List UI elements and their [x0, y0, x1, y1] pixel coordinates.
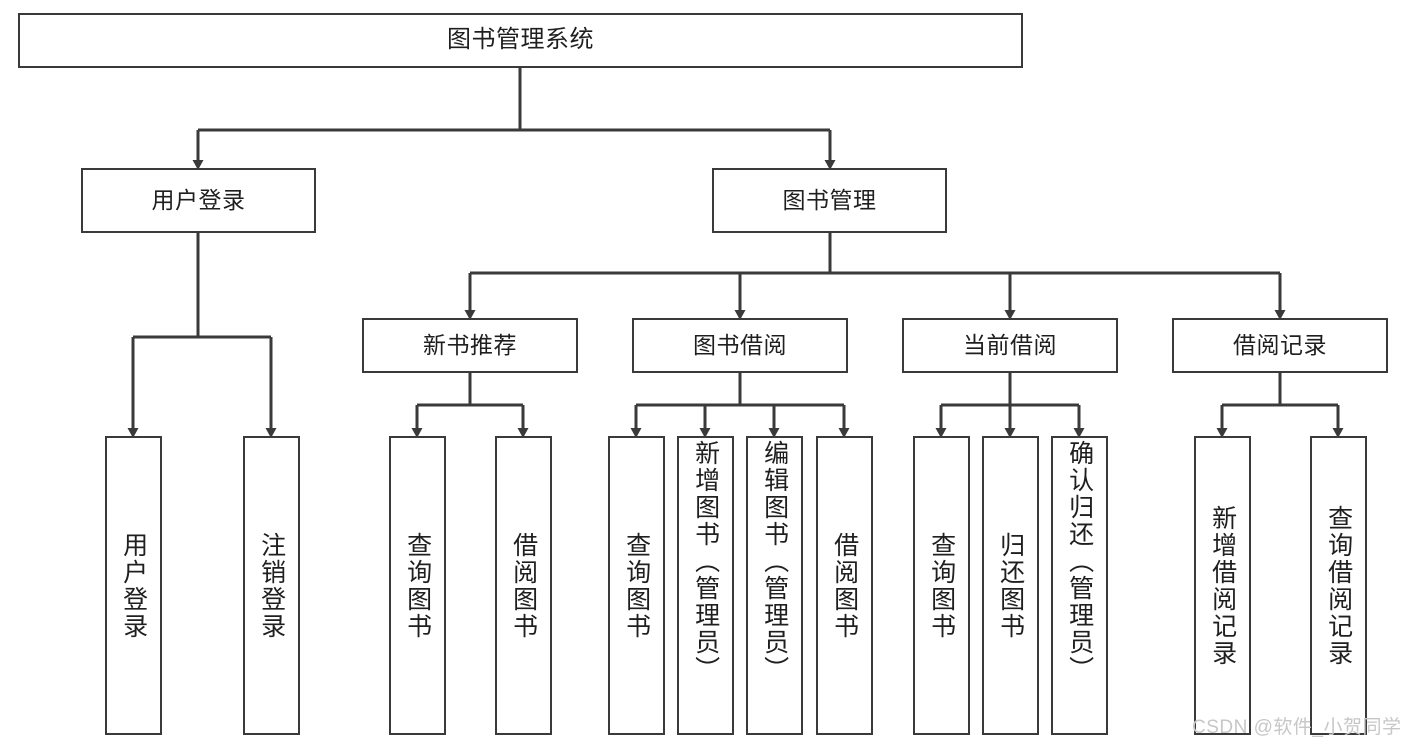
node-root-book-management-system[interactable]: 图书管理系统: [18, 13, 1023, 68]
node-label: 查询图书: [622, 531, 651, 640]
leaf-add-book-admin[interactable]: 新增图书（管理员）: [677, 436, 734, 735]
node-book-management[interactable]: 图书管理: [712, 168, 947, 233]
node-label: 归还图书: [996, 531, 1025, 640]
leaf-confirm-return-admin[interactable]: 确认归还（管理员）: [1051, 436, 1108, 735]
node-current-borrowing[interactable]: 当前借阅: [902, 318, 1118, 373]
leaf-edit-book-admin[interactable]: 编辑图书（管理员）: [746, 436, 803, 735]
node-book-borrowing[interactable]: 图书借阅: [632, 318, 848, 373]
leaf-return-books[interactable]: 归还图书: [982, 436, 1039, 735]
node-label: 图书管理系统: [447, 26, 594, 54]
node-label: 新增借阅记录: [1208, 504, 1237, 667]
leaf-borrow-books-new-book[interactable]: 借阅图书: [495, 436, 552, 735]
node-label: 新增图书（管理员）: [691, 440, 720, 683]
node-label: 图书借阅: [693, 331, 787, 358]
node-label: 用户登录: [151, 186, 246, 213]
node-label: 新书推荐: [423, 331, 517, 358]
node-label: 图书管理: [782, 186, 877, 213]
node-label: 当前借阅: [963, 331, 1057, 358]
node-label: 借阅图书: [830, 531, 859, 640]
node-label: 查询图书: [927, 531, 956, 640]
node-new-book-recommendation[interactable]: 新书推荐: [362, 318, 578, 373]
csdn-watermark: CSDN @软件_小贺同学: [1192, 717, 1402, 738]
node-label: 查询图书: [403, 531, 432, 640]
leaf-user-login[interactable]: 用户登录: [105, 436, 162, 735]
node-label: 借阅图书: [509, 531, 538, 640]
leaf-borrow-books[interactable]: 借阅图书: [816, 436, 873, 735]
node-label: 借阅记录: [1233, 331, 1327, 358]
node-user-login[interactable]: 用户登录: [81, 168, 316, 233]
leaf-query-books-new-book[interactable]: 查询图书: [389, 436, 446, 735]
leaf-add-borrow-record[interactable]: 新增借阅记录: [1194, 436, 1251, 735]
leaf-query-books-borrow[interactable]: 查询图书: [608, 436, 665, 735]
node-label: 查询借阅记录: [1324, 504, 1353, 667]
leaf-logout[interactable]: 注销登录: [243, 436, 300, 735]
node-label: 确认归还（管理员）: [1065, 440, 1094, 683]
node-borrow-records[interactable]: 借阅记录: [1172, 318, 1388, 373]
node-label: 编辑图书（管理员）: [760, 440, 789, 683]
leaf-query-books-current[interactable]: 查询图书: [913, 436, 970, 735]
node-label: 注销登录: [257, 531, 286, 640]
node-label: 用户登录: [119, 531, 148, 640]
leaf-query-borrow-record[interactable]: 查询借阅记录: [1310, 436, 1367, 735]
